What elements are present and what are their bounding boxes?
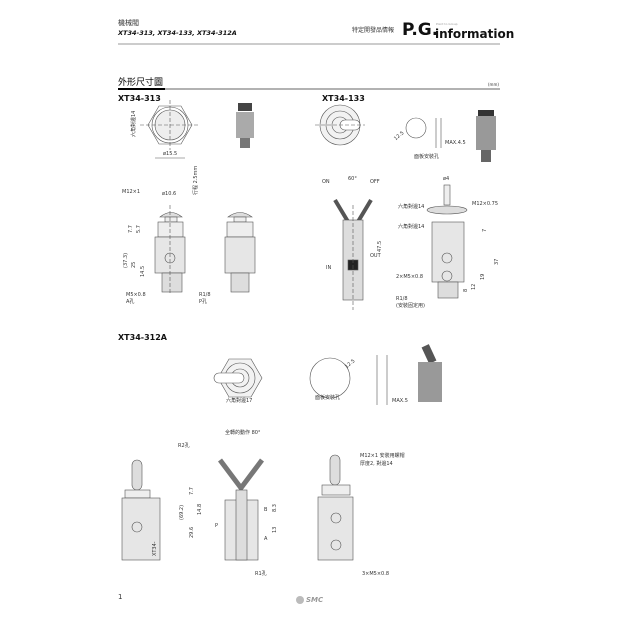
dim-label: ø15.5 [163, 151, 178, 157]
category-label: 機械閥 [118, 19, 139, 27]
dim-label: R2孔 [178, 443, 190, 449]
dim-label: 全轉的動作 80° [225, 430, 261, 436]
dim-label: ø4 [443, 176, 450, 182]
dim-label: 25 [131, 261, 137, 268]
dim-label: 5.7 [136, 225, 142, 233]
smc-logo: SMC [306, 596, 324, 604]
model-title-313: XT34-313 [118, 94, 161, 103]
dim-label: B [264, 507, 268, 513]
dim-label: (安裝固定用) [396, 303, 425, 309]
pg-small: Point to Group [436, 22, 458, 26]
dim-label: R1/8 [396, 296, 408, 302]
model-title-312a: XT34-312A [118, 333, 167, 342]
dim-label: IN [326, 265, 332, 271]
page-number: 1 [118, 593, 123, 601]
dim-label: ø10.6 [162, 191, 177, 197]
dim-label: R1孔 [255, 571, 267, 577]
dim-label: 12 [471, 283, 477, 290]
dim-label: OUT [370, 253, 381, 259]
dim-label: (37.3) [123, 252, 129, 268]
dim-label: 14.8 [197, 503, 203, 515]
dim-label: 7.7 [128, 225, 134, 233]
dim-label: 六角對邊14 [131, 110, 137, 137]
model-title-133: XT34-133 [322, 94, 365, 103]
dim-label: 六角對邊14 [398, 224, 425, 230]
dim-label: 厚度2, 對邊14 [360, 461, 393, 467]
dim-label: 六角對邊14 [398, 204, 425, 210]
dim-label: P孔 [199, 299, 208, 305]
dim-label: 面板安裝孔 [414, 154, 440, 160]
dim-label: A孔 [126, 299, 135, 305]
pg-info: information [435, 27, 515, 41]
dim-label: M12×1 [122, 189, 141, 195]
dim-label: XT34- [152, 541, 158, 556]
dim-label: 14.5 [140, 265, 146, 277]
dim-label: 29.6 [189, 526, 195, 538]
dim-label: MAX.5 [392, 398, 408, 404]
dim-label: 7.7 [189, 487, 195, 495]
dim-label: 六角對邊17 [226, 398, 253, 404]
dim-label: 60° [348, 176, 357, 182]
pg-logo: P.G. [402, 20, 439, 40]
dim-label: A [264, 536, 268, 542]
dim-label: 37 [494, 258, 500, 265]
dim-label: 13 [272, 526, 278, 533]
pg-label: 特定開發品情報 [352, 27, 395, 34]
dim-label: 8.3 [272, 504, 278, 512]
model-list: XT34-313, XT34-133, XT34-312A [118, 29, 237, 37]
dim-label: M12×0.75 [472, 201, 498, 207]
unit-label: (mm) [488, 82, 499, 87]
dim-label: 7 [482, 228, 488, 232]
dim-label: ON [322, 179, 330, 185]
dim-label: M5×0.8 [126, 292, 146, 298]
dim-label: MAX.4.5 [445, 140, 466, 146]
dim-label: P [215, 523, 219, 529]
dim-label: 3×M5×0.8 [362, 571, 390, 577]
dim-label: 19 [480, 273, 486, 280]
dim-label: 8 [463, 288, 469, 292]
dim-label: (69.2) [179, 504, 185, 520]
dim-label: 面板安裝孔 [315, 395, 341, 401]
dim-label: OFF [370, 179, 380, 185]
dim-label: 行程 2.5mm [193, 165, 199, 195]
section-title: 外形尺寸圖 [118, 78, 164, 88]
dim-label: R1/8 [199, 292, 211, 298]
dim-label: M12×1 安裝用螺帽 [360, 453, 405, 459]
dim-label: 47.5 [377, 240, 383, 252]
dim-label: 2×M5×0.8 [396, 274, 424, 280]
